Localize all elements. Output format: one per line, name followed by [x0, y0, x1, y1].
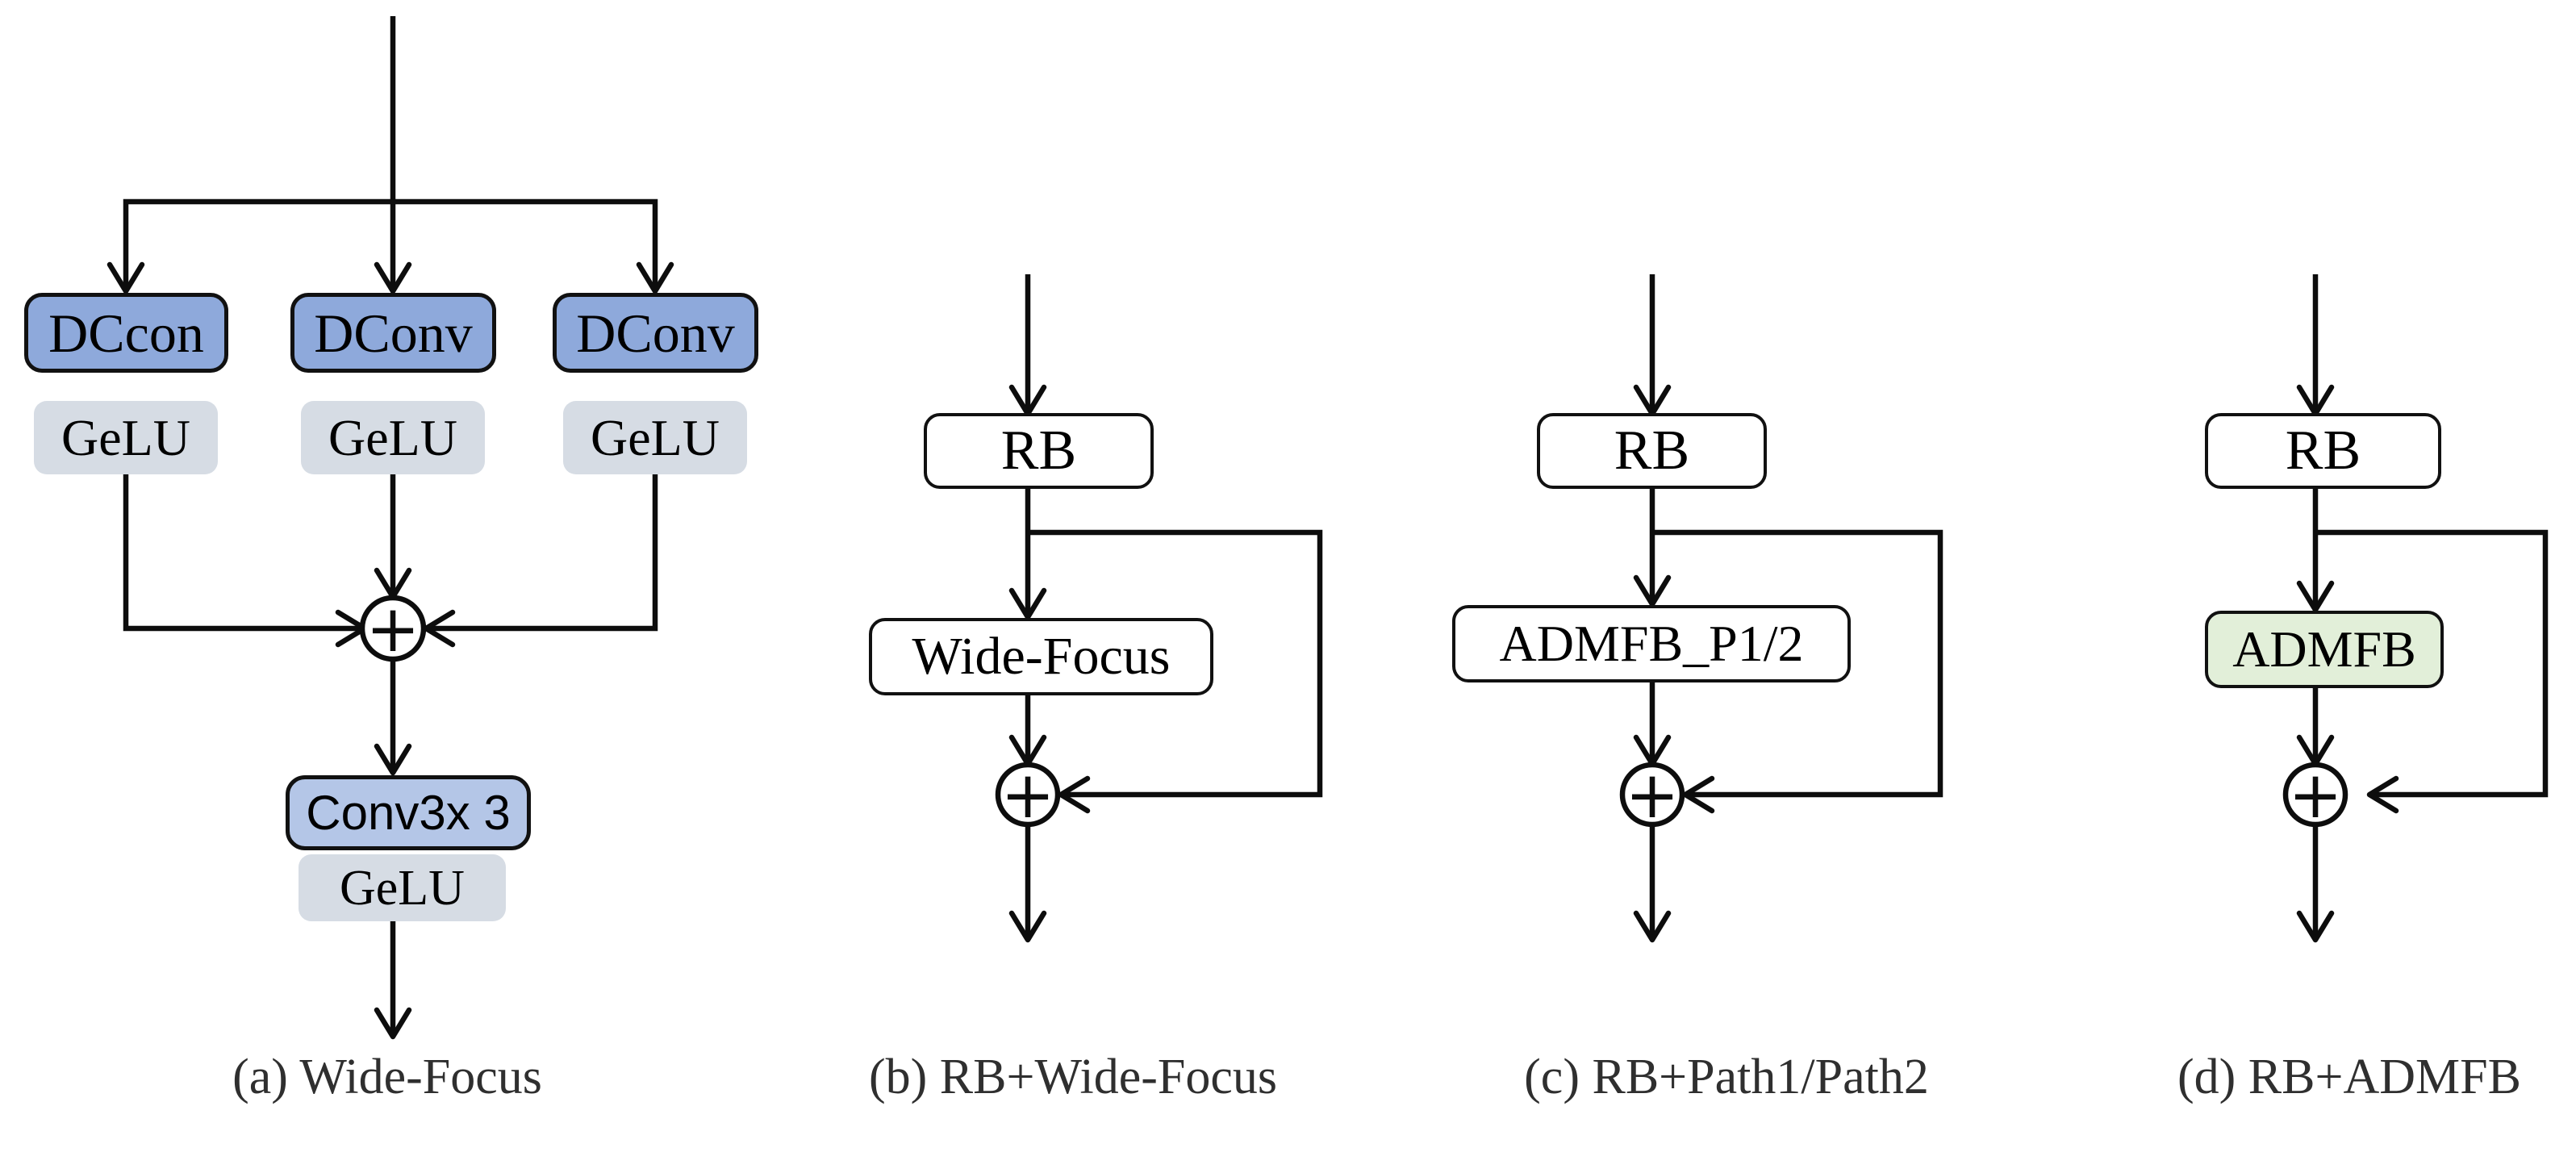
rb-box-d: RB	[2205, 413, 2441, 489]
gelu-box-output: GeLU	[299, 854, 506, 921]
dccon-box: DCcon	[24, 293, 228, 373]
plus-icon: +	[2288, 758, 2342, 833]
skip-connection-line-b	[1028, 529, 1323, 798]
skip-connection-line-c	[1652, 529, 1943, 798]
conv3x3-box: Conv3x 3	[286, 775, 531, 850]
rb-box-c: RB	[1537, 413, 1767, 489]
merge-line-right-a	[428, 474, 658, 632]
caption-b: (b) RB+Wide-Focus	[868, 1050, 1278, 1104]
branch-split-line-a	[123, 198, 658, 290]
caption-a: (a) Wide-Focus	[232, 1050, 542, 1104]
plus-icon: +	[365, 591, 420, 666]
plus-icon: +	[1000, 758, 1054, 833]
admfb-box: ADMFB	[2205, 611, 2444, 688]
caption-d: (d) RB+ADMFB	[2177, 1050, 2521, 1104]
dconv-box-middle: DConv	[290, 293, 496, 373]
gelu-box-right: GeLU	[563, 401, 747, 474]
dconv-box-right: DConv	[553, 293, 758, 373]
rb-box-b: RB	[924, 413, 1154, 489]
gelu-box-middle: GeLU	[301, 401, 485, 474]
admfb-p12-box: ADMFB_P1/2	[1452, 605, 1851, 682]
gelu-box-left: GeLU	[34, 401, 218, 474]
caption-c: (c) RB+Path1/Path2	[1524, 1050, 1929, 1104]
wide-focus-box: Wide-Focus	[869, 618, 1213, 695]
plus-icon: +	[1625, 758, 1679, 833]
merge-line-left-a	[123, 474, 363, 632]
skip-connection-line-d	[2315, 529, 2549, 798]
